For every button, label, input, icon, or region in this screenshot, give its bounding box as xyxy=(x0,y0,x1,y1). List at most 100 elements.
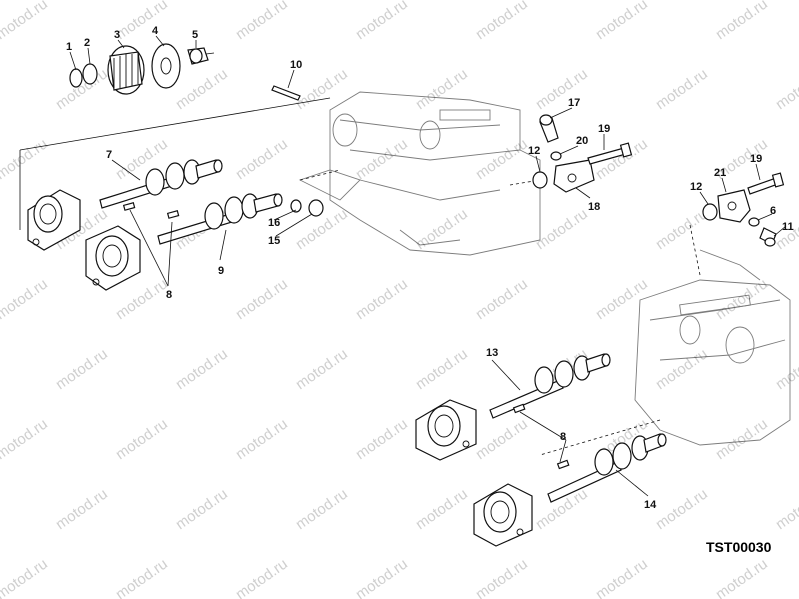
watermark-text: motod.ru xyxy=(53,345,111,393)
upper-cylinder-head xyxy=(298,91,541,256)
watermark-text: motod.ru xyxy=(413,205,471,253)
sensor-17 xyxy=(539,114,559,143)
camshaft-9 xyxy=(122,193,283,245)
watermark-text: motod.ru xyxy=(173,345,231,393)
camshaft-14 xyxy=(512,403,667,503)
watermark-text: motod.ru xyxy=(173,485,231,533)
callout-19-upper: 19 xyxy=(598,123,610,135)
watermark-text: motod.ru xyxy=(653,65,711,113)
watermark-text: motod.ru xyxy=(53,65,111,113)
pulley-4 xyxy=(151,43,181,89)
plug-11 xyxy=(759,227,777,247)
watermark-text: motod.ru xyxy=(713,0,771,43)
callout-8-lower: 8 xyxy=(560,431,566,443)
callout-6: 6 xyxy=(770,205,776,217)
watermark-text: motod.ru xyxy=(233,555,291,599)
watermark-text: motod.ru xyxy=(293,65,351,113)
watermark-text: motod.ru xyxy=(353,135,411,183)
watermark-text: motod.ru xyxy=(113,555,171,599)
watermark-text: motod.ru xyxy=(293,485,351,533)
watermark-text: motod.ru xyxy=(413,65,471,113)
callout-labels: 1 2 3 4 5 10 17 7 12 20 19 19 21 12 6 11… xyxy=(66,25,794,511)
bushing-5 xyxy=(187,47,209,65)
watermark-text: motod.ru xyxy=(233,275,291,323)
callout-9: 9 xyxy=(218,265,224,277)
cam-cap-lower-right-1 xyxy=(415,399,477,461)
callout-17: 17 xyxy=(568,97,580,109)
bracket-18 xyxy=(553,159,595,193)
watermark-text: motod.ru xyxy=(653,485,711,533)
gear-stack xyxy=(69,43,215,95)
camshaft-7 xyxy=(99,159,223,209)
watermark-text: motod.ru xyxy=(653,345,711,393)
watermark-text: motod.ru xyxy=(173,65,231,113)
timing-gear-3 xyxy=(107,45,145,95)
watermark-text: motod.ru xyxy=(413,345,471,393)
watermark-text: motod.ru xyxy=(473,135,531,183)
washer-1 xyxy=(69,68,83,88)
cam-cap-upper xyxy=(27,189,81,251)
callout-2: 2 xyxy=(84,37,90,49)
callout-20: 20 xyxy=(576,135,588,147)
watermark-text: motod.ru xyxy=(593,555,651,599)
watermark-text: motod.ru xyxy=(653,205,711,253)
drawing-code: TST00030 xyxy=(706,539,772,555)
watermark-text: motod.ru xyxy=(773,65,799,113)
watermark-text: motod.ru xyxy=(233,415,291,463)
watermark-text: motod.ru xyxy=(0,555,51,599)
watermark-text: motod.ru xyxy=(473,275,531,323)
callout-10: 10 xyxy=(290,59,302,71)
watermark-text: motod.ru xyxy=(353,555,411,599)
callout-11: 11 xyxy=(782,221,794,233)
watermark-text: motod.ru xyxy=(53,485,111,533)
dowel-pin-10 xyxy=(271,85,301,101)
o-ring-12a xyxy=(532,171,548,189)
callout-5: 5 xyxy=(192,29,198,41)
watermark-text: motod.ru xyxy=(233,0,291,43)
watermark-text: motod.ru xyxy=(533,205,591,253)
watermark-text: motod.ru xyxy=(473,0,531,43)
bushing-15 xyxy=(308,199,324,217)
callout-14: 14 xyxy=(644,499,657,511)
watermark-text: motod.ru xyxy=(413,485,471,533)
watermark-text: motod.ru xyxy=(473,555,531,599)
watermark-text: motod.ru xyxy=(113,0,171,43)
callout-19-right: 19 xyxy=(750,153,762,165)
watermark-text: motod.ru xyxy=(0,275,51,323)
camshaft-13 xyxy=(489,353,611,419)
watermark-text: motod.ru xyxy=(773,345,799,393)
callout-4: 4 xyxy=(152,25,159,37)
callout-16: 16 xyxy=(268,217,280,229)
watermark-text: motod.ru xyxy=(713,555,771,599)
callout-15: 15 xyxy=(268,235,280,247)
o-ring-12b xyxy=(702,203,718,221)
callout-12-right: 12 xyxy=(690,181,702,193)
watermark-text: motod.ru xyxy=(353,415,411,463)
leader-lines xyxy=(69,35,787,497)
callout-8-upper: 8 xyxy=(166,289,172,301)
washer-20 xyxy=(550,151,562,161)
watermark-text: motod.ru xyxy=(113,415,171,463)
watermark-text: motod.ru xyxy=(353,0,411,43)
watermark-text: motod.ru xyxy=(353,275,411,323)
bolt-19a xyxy=(587,142,633,165)
callout-3: 3 xyxy=(114,29,120,41)
callout-12-upper: 12 xyxy=(528,145,540,157)
cam-cap-lower-right-2 xyxy=(473,483,533,547)
bolt-19b xyxy=(747,172,785,195)
lower-cylinder-head xyxy=(634,249,791,446)
watermark-text: motod.ru xyxy=(713,415,771,463)
watermark-text: motod.ru xyxy=(773,485,799,533)
watermark-text: motod.ru xyxy=(593,0,651,43)
watermark-text: motod.ru xyxy=(0,415,51,463)
watermark-text: motod.ru xyxy=(473,415,531,463)
watermark-text: motod.ru xyxy=(0,135,51,183)
washer-6 xyxy=(748,217,760,227)
watermark-text: motod.ru xyxy=(233,135,291,183)
callout-18: 18 xyxy=(588,201,600,213)
callout-21: 21 xyxy=(714,167,726,179)
watermark-text: motod.ru xyxy=(0,0,51,43)
housing-21 xyxy=(717,189,751,223)
